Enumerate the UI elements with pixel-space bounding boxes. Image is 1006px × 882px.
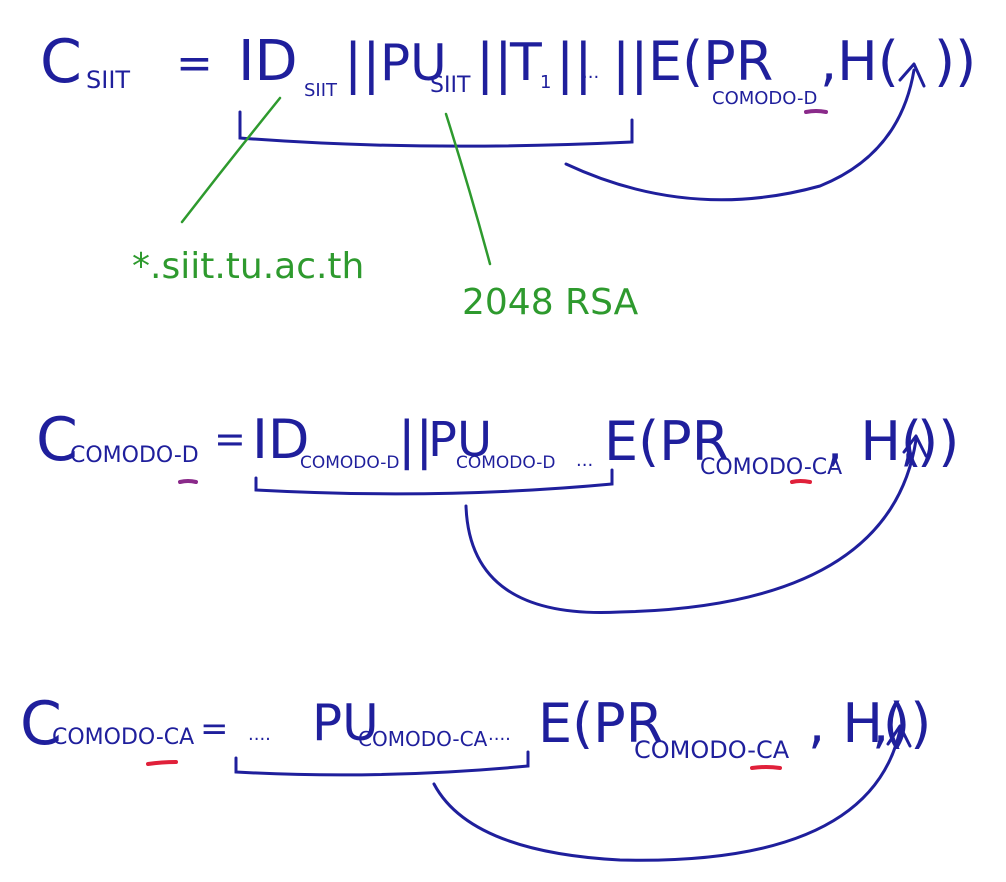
eq1-id-sub: SIIT: [304, 80, 338, 101]
eq3-hash-arrow: [432, 728, 902, 862]
eq2-ellipsis: ...: [576, 450, 593, 471]
eq2-id: ID: [252, 408, 310, 471]
eq3-lhs-sub: COMODO-CA: [52, 725, 194, 750]
domain-annotation-text: *.siit.tu.ac.th: [132, 246, 364, 287]
eq3-pu-sub: COMODO-CA: [358, 727, 488, 751]
equation-c-comodo-d: C COMODO-D = ID COMODO-D || PU COMODO-D …: [36, 405, 959, 615]
eq1-pu: PU: [380, 34, 447, 92]
eq1-body-brace: [238, 110, 634, 148]
eq3-sig-prefix: E(PR: [538, 692, 663, 755]
eq3-ellipsis-left: ....: [248, 724, 271, 745]
eq2-pu: PU: [428, 412, 492, 468]
eq1-ellipsis: ...: [582, 62, 599, 83]
eq1-concat-2: ||: [476, 32, 512, 95]
eq2-id-sub: COMODO-D: [300, 453, 399, 473]
eq3-sig-close: ,)): [872, 692, 931, 755]
eq1-hash-arrow: [564, 68, 916, 202]
eq1-sig-close: )): [934, 30, 976, 93]
eq2-d-underline: [178, 479, 198, 484]
eq1-t: T: [509, 33, 542, 93]
eq2-hash-arrow: [464, 438, 918, 615]
eq2-equals: =: [214, 417, 246, 461]
eq2-body-brace: [254, 468, 614, 496]
eq1-concat-3: ||: [556, 32, 592, 95]
eq1-sig-sub: COMODO-D: [712, 88, 817, 109]
eq3-ca-underline-left: [146, 760, 178, 766]
eq2-sig-sub: COMODO-CA: [700, 455, 842, 480]
eq1-lhs-c: C: [40, 27, 82, 97]
eq1-equals: =: [176, 38, 213, 89]
eq2-sig-prefix: E(PR: [604, 410, 729, 473]
eq1-lhs-sub: SIIT: [86, 66, 130, 94]
eq3-arrowhead: [886, 724, 912, 748]
eq2-sig-suffix: , H(: [826, 410, 922, 473]
eq2-lhs-sub: COMODO-D: [70, 443, 199, 468]
eq2-ca-underline: [790, 479, 812, 484]
eq1-t-sub: 1: [540, 72, 551, 93]
eq3-equals: =: [200, 709, 229, 749]
eq3-lhs-c: C: [20, 689, 62, 759]
eq2-lhs-c: C: [36, 405, 78, 475]
eq2-concat: ||: [398, 411, 433, 471]
eq3-pu: PU: [312, 694, 379, 752]
eq1-sig-suffix: ,H(: [820, 30, 899, 93]
eq2-sig-close: ,)): [900, 410, 959, 473]
eq1-id: ID: [238, 29, 298, 94]
eq1-concat-1: ||: [344, 32, 380, 95]
key-annotation-line: [444, 112, 492, 266]
eq1-sig-prefix: E(PR: [648, 30, 773, 93]
equation-c-comodo-ca: C COMODO-CA = .... PU COMODO-CA .... E(P…: [20, 689, 931, 862]
eq2-arrowhead: [902, 434, 928, 458]
eq3-ellipsis-right: ....: [488, 724, 511, 745]
domain-annotation-line: [180, 96, 282, 224]
key-annotation-text: 2048 RSA: [462, 282, 639, 323]
eq1-d-underline: [804, 109, 828, 114]
eq1-concat-4: ||: [612, 32, 648, 95]
equation-c-siit: C SIIT = ID SIIT || PU SIIT || T 1 || ..…: [40, 27, 976, 202]
eq3-body-brace: [234, 750, 530, 777]
eq3-ca-underline-right: [750, 765, 782, 770]
eq2-pu-sub: COMODO-D: [456, 453, 555, 473]
eq3-sig-sub: COMODO-CA: [634, 736, 790, 764]
eq1-pu-sub: SIIT: [430, 73, 471, 98]
eq1-arrowhead: [898, 62, 926, 88]
